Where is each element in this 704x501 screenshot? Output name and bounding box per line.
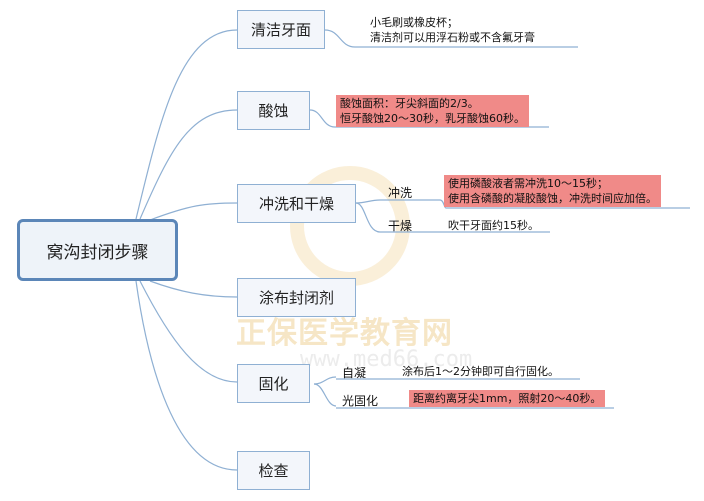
note-clean: 小毛刷或橡皮杯； 清洁剂可以用浮石粉或不含氟牙膏 bbox=[370, 16, 535, 44]
subnode-light-cure[interactable]: 光固化 bbox=[342, 394, 379, 408]
subnode-dry[interactable]: 干燥 bbox=[388, 219, 413, 233]
link-root-cure bbox=[139, 280, 238, 383]
note-self-cure: 涂布后1～2分钟即可自行固化。 bbox=[402, 365, 559, 378]
subnode-self-cure[interactable]: 自凝 bbox=[342, 366, 367, 380]
link-root-check bbox=[135, 280, 238, 471]
branch-etch[interactable]: 酸蚀 bbox=[237, 91, 310, 130]
branch-rinse-dry[interactable]: 冲洗和干燥 bbox=[237, 184, 356, 223]
note-etch: 酸蚀面积：牙尖斜面的2/3。 恒牙酸蚀20～30秒，乳牙酸蚀60秒。 bbox=[336, 95, 529, 127]
link-etch-note bbox=[309, 109, 549, 128]
note-rinse: 使用磷酸液者需冲洗10～15秒； 使用含磷酸的凝胶酸蚀，冲洗时间应加倍。 bbox=[444, 175, 661, 207]
link-root-sealant bbox=[149, 280, 238, 298]
link-root-clean bbox=[135, 29, 238, 220]
branch-clean[interactable]: 清洁牙面 bbox=[237, 10, 325, 49]
note-light-cure: 距离约离牙尖1mm，照射20～40秒。 bbox=[409, 390, 606, 407]
link-cure-sub1 bbox=[313, 376, 337, 385]
link-clean-note bbox=[324, 29, 578, 48]
branch-apply-sealant[interactable]: 涂布封闭剂 bbox=[237, 278, 356, 317]
underline-rinse-notes bbox=[380, 199, 690, 209]
watermark-text: 正保医学教育网 bbox=[236, 316, 453, 351]
root-node[interactable]: 窝沟封闭步骤 bbox=[17, 219, 178, 281]
link-rinse-sub2 bbox=[355, 202, 381, 233]
branch-cure[interactable]: 固化 bbox=[237, 364, 310, 403]
link-root-rinse bbox=[149, 202, 238, 221]
link-root-etch bbox=[139, 109, 238, 220]
note-dry: 吹干牙面约15秒。 bbox=[448, 219, 539, 232]
branch-check[interactable]: 检查 bbox=[237, 451, 310, 490]
watermark-url: www.med66.com bbox=[300, 347, 473, 372]
link-cure-sub2 bbox=[313, 383, 337, 407]
subnode-rinse[interactable]: 冲洗 bbox=[388, 186, 413, 200]
link-rinse-sub1 bbox=[355, 199, 381, 204]
